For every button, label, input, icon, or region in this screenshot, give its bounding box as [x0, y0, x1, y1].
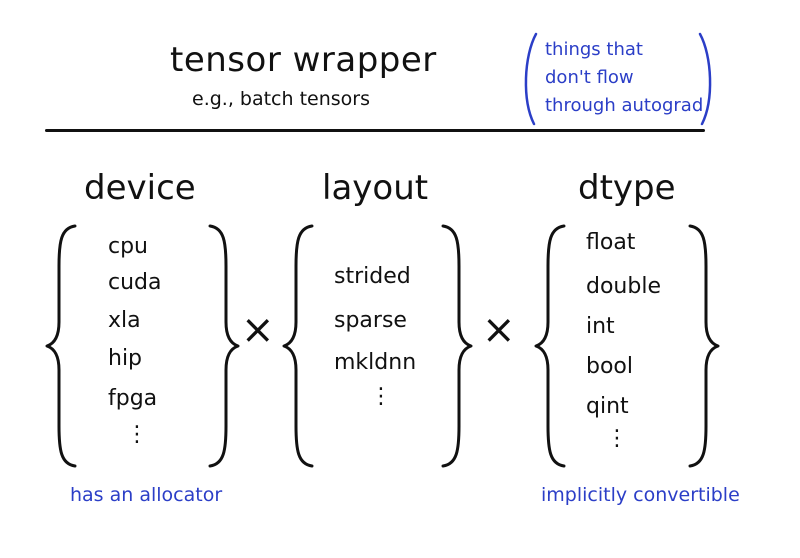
cross-product-operator: × [482, 307, 516, 353]
title-divider [45, 129, 705, 132]
note-line: don't flow [545, 67, 634, 88]
device-item-xla: xla [108, 308, 141, 333]
layout-left-brace-icon [282, 224, 314, 468]
device-item-fpga: fpga [108, 386, 158, 411]
note-line: through autograd [545, 95, 704, 116]
dtype-heading: dtype [578, 168, 676, 208]
layout-right-brace-icon [441, 224, 473, 468]
dtype-left-brace-icon [534, 224, 566, 468]
dtype-item-qint: qint [586, 394, 629, 419]
layout-item-strided: strided [334, 264, 411, 289]
dtype-item-bool: bool [586, 354, 633, 379]
note-line: things that [545, 39, 643, 60]
note-left-paren-icon [524, 32, 538, 126]
device-right-brace-icon [208, 224, 240, 468]
diagram-subtitle: e.g., batch tensors [192, 88, 371, 110]
device-continuation-dots: ⋮ [126, 422, 148, 447]
layout-item-mkldnn: mkldnn [334, 350, 417, 375]
dtype-item-int: int [586, 314, 615, 339]
device-heading: device [84, 168, 196, 208]
device-item-cpu: cpu [108, 234, 149, 259]
cross-product-operator: × [241, 307, 275, 353]
note-right-paren-icon [698, 32, 712, 126]
device-item-cuda: cuda [108, 270, 162, 295]
autograd-note: things that don't flow through autograd [524, 32, 712, 126]
layout-item-sparse: sparse [334, 308, 407, 333]
dtype-item-double: double [586, 274, 661, 299]
dtype-annotation: implicitly convertible [541, 484, 740, 506]
layout-heading: layout [322, 168, 429, 208]
dtype-item-float: float [586, 230, 636, 255]
layout-continuation-dots: ⋮ [370, 384, 392, 409]
device-item-hip: hip [108, 346, 143, 371]
device-annotation: has an allocator [70, 484, 223, 506]
diagram-title: tensor wrapper [170, 40, 437, 80]
dtype-right-brace-icon [688, 224, 720, 468]
device-left-brace-icon [45, 224, 77, 468]
dtype-continuation-dots: ⋮ [606, 426, 628, 451]
